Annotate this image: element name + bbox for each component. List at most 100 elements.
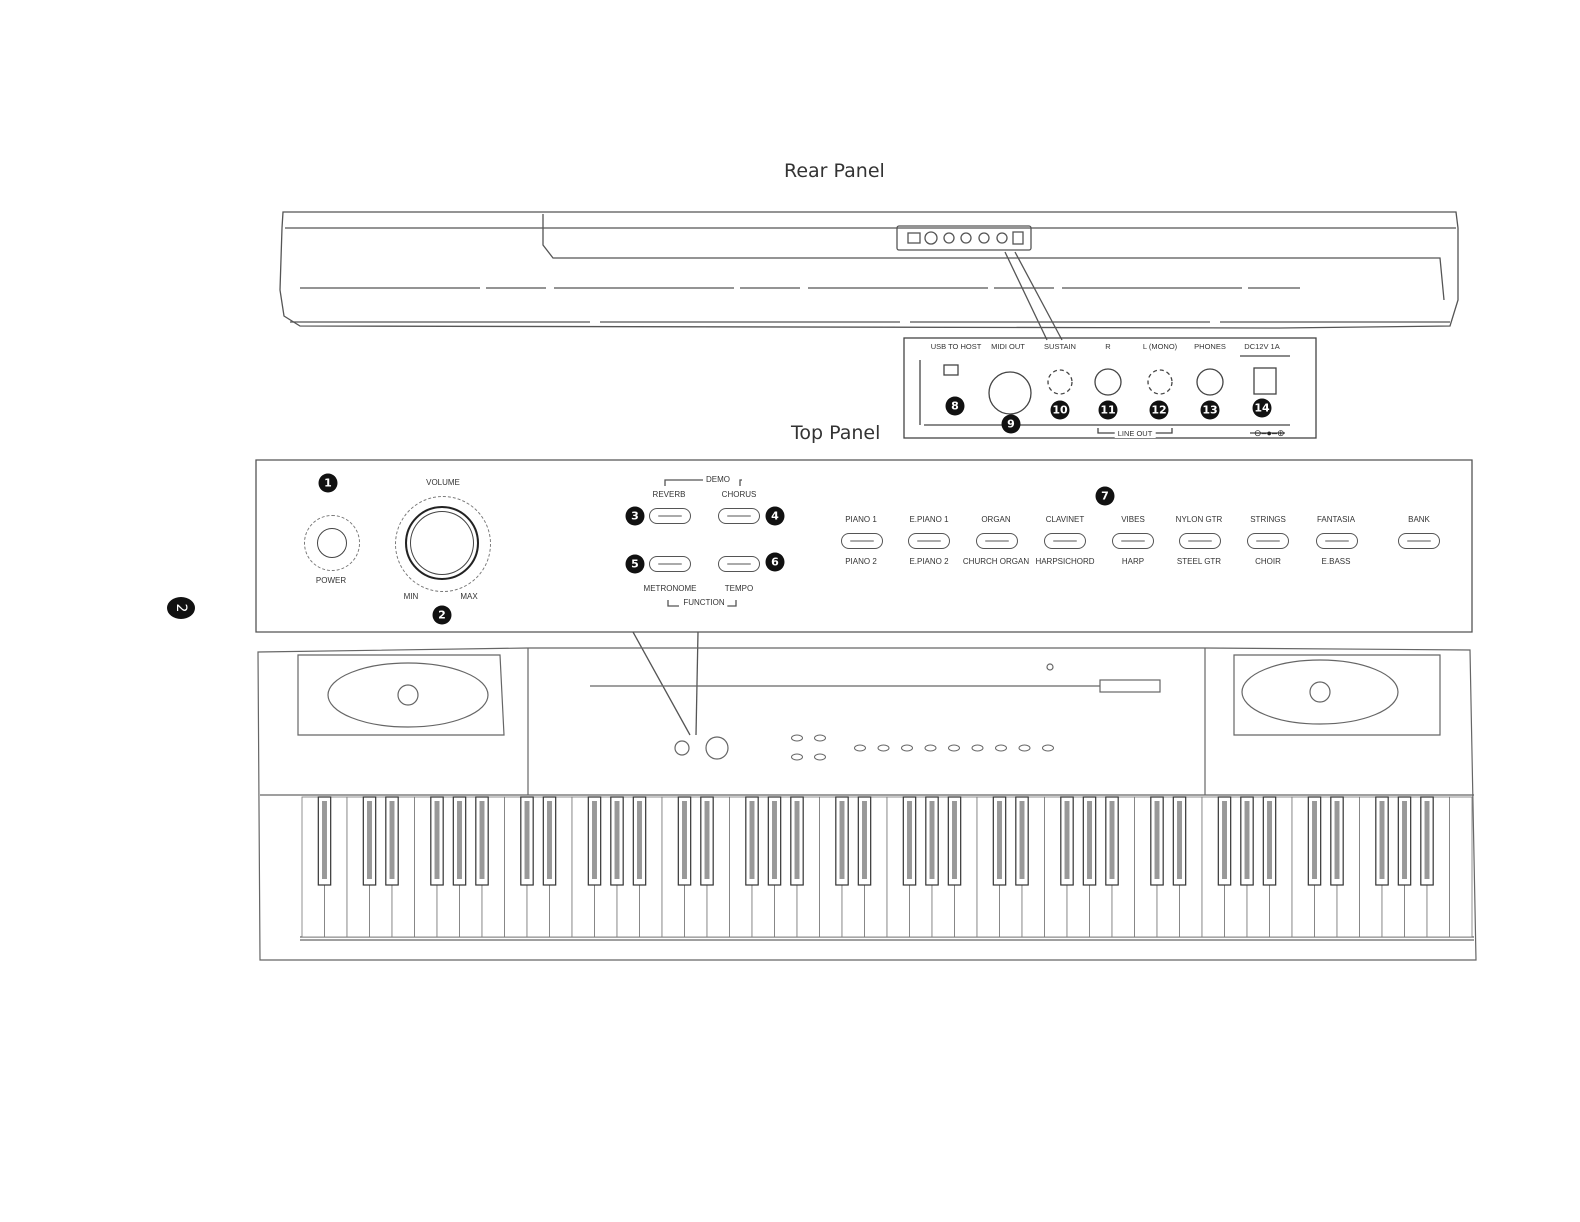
black-key-shading	[434, 801, 440, 879]
mini-voice-button	[1018, 744, 1031, 752]
mini-voice-button	[854, 744, 866, 752]
black-key-shading	[389, 801, 395, 879]
jack-label-l-mono: L (MONO)	[1142, 342, 1178, 351]
callout-5: 5	[625, 554, 645, 574]
callout-10: 10	[1050, 400, 1070, 420]
mini-voice-button	[901, 744, 913, 752]
black-key-shading	[1064, 801, 1070, 879]
black-key-shading	[322, 801, 327, 879]
callout-8: 8	[945, 396, 965, 416]
white-key[interactable]	[1449, 796, 1473, 938]
black-key-shading	[794, 801, 800, 879]
voice-top-label: PIANO 1	[845, 515, 877, 524]
black-key-shading	[907, 801, 912, 879]
black-key-shading	[547, 801, 552, 879]
callout-11: 11	[1098, 400, 1118, 420]
page-number-badge: 2	[167, 597, 195, 619]
black-key-shading	[1312, 801, 1317, 879]
voice-button-fantasia[interactable]	[1316, 533, 1358, 549]
voice-bottom-label: E.BASS	[1321, 557, 1351, 566]
rear-panel-title: Rear Panel	[784, 160, 885, 182]
black-key-shading	[772, 801, 777, 879]
callout-14: 14	[1252, 398, 1272, 418]
top-panel-body	[255, 459, 1473, 736]
callout-3: 3	[625, 506, 645, 526]
voice-button-guitar[interactable]	[1179, 533, 1221, 549]
black-key-shading	[997, 801, 1002, 879]
black-key-shading	[839, 801, 845, 879]
mini-voice-button	[995, 744, 1007, 752]
black-key-shading	[704, 801, 710, 879]
black-key-shading	[1222, 801, 1227, 879]
mini-tempo-button	[814, 753, 826, 761]
voice-button-vibes[interactable]	[1112, 533, 1154, 549]
voice-bottom-label: STEEL GTR	[1176, 557, 1222, 566]
voice-top-label: BANK	[1408, 515, 1430, 524]
black-key-shading	[457, 801, 462, 879]
jack-label-sustain: SUSTAIN	[1044, 342, 1076, 351]
black-key-shading	[592, 801, 597, 879]
callout-1: 1	[318, 473, 338, 493]
function-label: FUNCTION	[680, 598, 728, 607]
line-out-label: LINE OUT	[1114, 429, 1156, 438]
voice-top-label: STRINGS	[1250, 515, 1286, 524]
piano-keys	[301, 796, 1473, 938]
voice-bottom-label: HARPSICHORD	[1035, 557, 1095, 566]
black-key-shading	[1334, 801, 1340, 879]
jack-label-r: R	[1105, 342, 1111, 351]
voice-top-label: CLAVINET	[1045, 515, 1085, 524]
volume-label: VOLUME	[426, 478, 460, 487]
bank-button[interactable]	[1398, 533, 1440, 549]
chorus-button[interactable]	[718, 508, 760, 524]
power-knob-icon[interactable]	[317, 528, 347, 558]
voice-top-label: ORGAN	[981, 515, 1011, 524]
power-label: POWER	[315, 576, 347, 585]
power-knob-ring	[304, 515, 360, 571]
jack-label-dc: DC12V 1A	[1244, 342, 1280, 351]
black-key-shading	[367, 801, 372, 879]
voice-bottom-label: HARP	[1121, 557, 1145, 566]
top-panel-title: Top Panel	[791, 422, 881, 444]
callout-2: 2	[432, 605, 452, 625]
callout-6: 6	[765, 552, 785, 572]
black-key-shading	[1267, 801, 1272, 879]
black-key-shading	[1019, 801, 1025, 879]
black-key-shading	[1154, 801, 1160, 879]
voice-bottom-label: E.PIANO 2	[909, 557, 949, 566]
tempo-label: TEMPO	[724, 584, 754, 593]
voice-button-piano[interactable]	[841, 533, 883, 549]
black-key-shading	[929, 801, 935, 879]
mini-voice-button	[1042, 744, 1054, 752]
volume-knob-icon[interactable]	[405, 506, 479, 580]
black-key-shading	[862, 801, 867, 879]
voice-button-epiano[interactable]	[908, 533, 950, 549]
demo-label: DEMO	[703, 475, 733, 484]
tempo-button[interactable]	[718, 556, 760, 572]
black-key-shading	[1087, 801, 1092, 879]
voice-top-label: VIBES	[1121, 515, 1145, 524]
black-key-shading	[1177, 801, 1182, 879]
voice-button-organ[interactable]	[976, 533, 1018, 549]
mini-panel-buttons	[791, 734, 1054, 761]
black-key-shading	[637, 801, 642, 879]
volume-knob-ring	[395, 496, 491, 592]
reverb-button[interactable]	[649, 508, 691, 524]
mini-voice-button	[971, 744, 984, 752]
voice-button-strings[interactable]	[1247, 533, 1289, 549]
black-key-shading	[479, 801, 485, 879]
jack-label-phones: PHONES	[1194, 342, 1226, 351]
jack-label-midi: MIDI OUT	[991, 342, 1025, 351]
dc-polarity-icon: ⊖–●–⊕	[1254, 428, 1285, 438]
callout-12: 12	[1149, 400, 1169, 420]
black-key-shading	[1402, 801, 1407, 879]
voice-bottom-label: CHURCH ORGAN	[962, 557, 1030, 566]
mini-voice-button	[924, 744, 937, 752]
mini-metronome-button	[791, 753, 803, 761]
black-key-shading	[524, 801, 530, 879]
callout-9: 9	[1001, 414, 1021, 434]
black-key-shading	[1244, 801, 1250, 879]
metronome-button[interactable]	[649, 556, 691, 572]
voice-bottom-label: PIANO 2	[845, 557, 877, 566]
voice-button-clavinet[interactable]	[1044, 533, 1086, 549]
mini-chorus-button	[814, 734, 826, 742]
